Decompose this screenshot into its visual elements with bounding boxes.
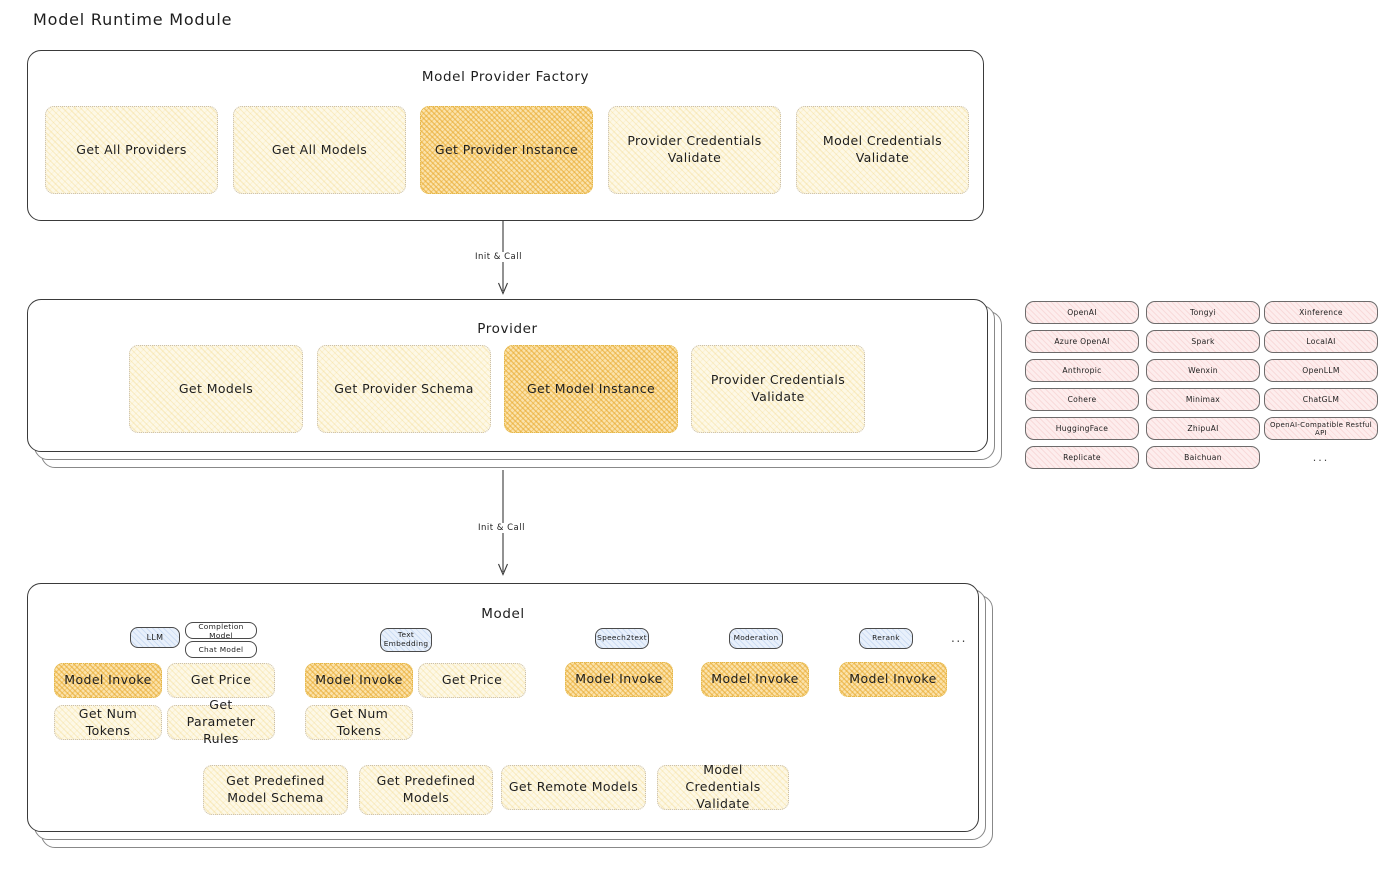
model-llm-method-model-invoke[interactable]: Model Invoke — [54, 663, 162, 698]
provider-chip-tongyi[interactable]: Tongyi — [1146, 301, 1260, 324]
provider-method-get-model-instance[interactable]: Get Model Instance — [504, 345, 678, 433]
provider-chip-localai[interactable]: LocalAI — [1264, 330, 1378, 353]
factory-method-get-provider-instance[interactable]: Get Provider Instance — [420, 106, 593, 194]
model-shared-method-get-remote-models[interactable]: Get Remote Models — [501, 765, 646, 810]
provider-list-more: ... — [1312, 451, 1330, 464]
model-llm-method-get-num-tokens[interactable]: Get Num Tokens — [54, 705, 162, 740]
factory-method-get-all-models[interactable]: Get All Models — [233, 106, 406, 194]
model-badge-speech2text[interactable]: Speech2text — [595, 628, 649, 649]
model-rerank-method-model-invoke[interactable]: Model Invoke — [839, 662, 947, 697]
factory-method-model-credentials-validate[interactable]: Model Credentials Validate — [796, 106, 969, 194]
provider-method-provider-credentials-validate[interactable]: Provider Credentials Validate — [691, 345, 865, 433]
model-title: Model — [481, 606, 525, 622]
model-badge-rerank[interactable]: Rerank — [859, 628, 913, 649]
model-llm-method-get-parameter-rules[interactable]: Get Parameter Rules — [167, 697, 275, 746]
model-groups-more: ... — [951, 631, 967, 645]
factory-method-provider-credentials-validate[interactable]: Provider Credentials Validate — [608, 106, 781, 194]
provider-chip-azure-openai[interactable]: Azure OpenAI — [1025, 330, 1139, 353]
provider-title: Provider — [477, 321, 538, 337]
model-badge-text-embedding[interactable]: Text Embedding — [380, 628, 432, 652]
model-shared-method-model-credentials-validate[interactable]: Model Credentials Validate — [657, 762, 789, 811]
arrow-provider-to-model — [497, 470, 509, 576]
provider-chip-openai-compatible-restful-api[interactable]: OpenAI-Compatible Restful API — [1264, 417, 1378, 440]
provider-chip-anthropic[interactable]: Anthropic — [1025, 359, 1139, 382]
provider-chip-baichuan[interactable]: Baichuan — [1146, 446, 1260, 469]
provider-method-get-models[interactable]: Get Models — [129, 345, 303, 433]
model-badge-moderation[interactable]: Moderation — [729, 628, 783, 649]
model-llm-method-get-price[interactable]: Get Price — [167, 663, 275, 698]
provider-chip-openai[interactable]: OpenAI — [1025, 301, 1139, 324]
provider-method-get-provider-schema[interactable]: Get Provider Schema — [317, 345, 491, 433]
arrow-provider-to-model-label: Init & Call — [475, 523, 528, 533]
provider-chip-spark[interactable]: Spark — [1146, 330, 1260, 353]
page-title: Model Runtime Module — [33, 10, 233, 29]
model-badge-llm[interactable]: LLM — [130, 627, 180, 648]
model-shared-method-get-predefined-model-schema[interactable]: Get Predefined Model Schema — [203, 765, 348, 815]
provider-chip-replicate[interactable]: Replicate — [1025, 446, 1139, 469]
arrow-factory-to-provider-label: Init & Call — [472, 252, 525, 262]
model-provider-factory-title: Model Provider Factory — [421, 69, 590, 85]
provider-chip-huggingface[interactable]: HuggingFace — [1025, 417, 1139, 440]
provider-chip-chatglm[interactable]: ChatGLM — [1264, 388, 1378, 411]
provider-chip-cohere[interactable]: Cohere — [1025, 388, 1139, 411]
model-sub-badge-completion-model[interactable]: Completion Model — [185, 622, 257, 640]
model-shared-method-get-predefined-models[interactable]: Get Predefined Models — [359, 765, 493, 815]
model-moderation-method-model-invoke[interactable]: Model Invoke — [701, 662, 809, 697]
provider-chip-wenxin[interactable]: Wenxin — [1146, 359, 1260, 382]
provider-chip-minimax[interactable]: Minimax — [1146, 388, 1260, 411]
model-text-embedding-method-model-invoke[interactable]: Model Invoke — [305, 663, 413, 698]
model-sub-badge-chat-model[interactable]: Chat Model — [185, 641, 257, 658]
provider-chip-openllm[interactable]: OpenLLM — [1264, 359, 1378, 382]
model-text-embedding-method-get-num-tokens[interactable]: Get Num Tokens — [305, 705, 413, 740]
provider-chip-zhipuai[interactable]: ZhipuAI — [1146, 417, 1260, 440]
provider-chip-xinference[interactable]: Xinference — [1264, 301, 1378, 324]
model-text-embedding-method-get-price[interactable]: Get Price — [418, 663, 526, 698]
factory-method-get-all-providers[interactable]: Get All Providers — [45, 106, 218, 194]
model-speech2text-method-model-invoke[interactable]: Model Invoke — [565, 662, 673, 697]
